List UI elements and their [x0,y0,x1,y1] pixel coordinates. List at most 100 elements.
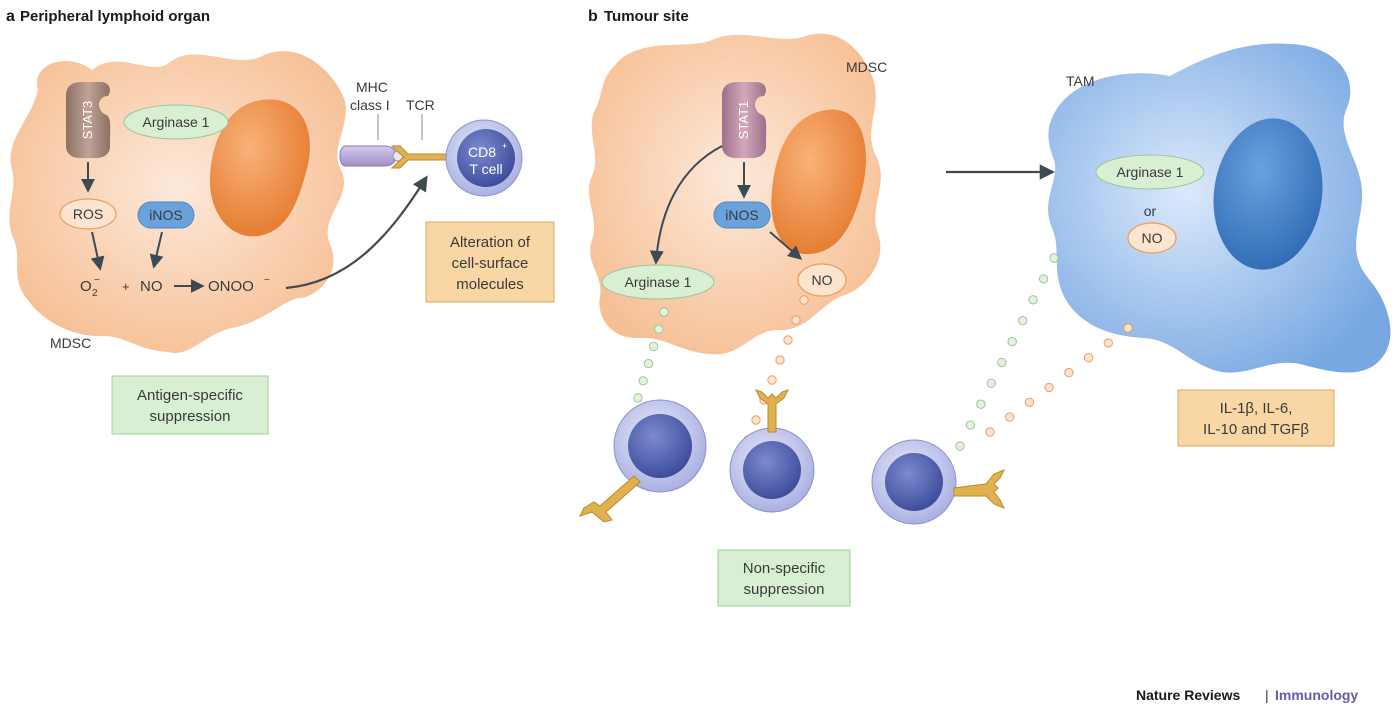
arginase-dot [643,358,654,369]
arginase-dot [965,420,976,430]
arginase-dot [1038,274,1049,284]
no-dot [791,315,801,325]
no-dot [767,375,777,385]
eq-no: NO [140,278,163,295]
panel-a-title: Peripheral lymphoid organ [20,8,210,25]
arginase-dot [997,357,1007,368]
arginase-dot [648,341,659,352]
panel-a-letter: a [6,8,15,25]
arginase-dot [654,324,664,334]
tcell-right [871,439,1006,525]
no-dot [1005,412,1015,422]
cd8-label-sup: + [502,141,507,151]
mdsc-nucleus-a [209,99,310,237]
arginase-dot [1007,336,1017,347]
stat1-label: STAT1 [736,101,751,140]
inos-a-box [137,201,195,229]
antigen-line1: Antigen-specific [137,387,243,404]
arginase1-b-label: Arginase 1 [625,274,692,290]
eq-o2: O [80,278,92,295]
panel-b-title: Tumour site [604,8,689,25]
tcell-left [579,399,707,523]
no-dot [751,415,761,425]
no-b-label: NO [812,272,833,288]
nonspecific-box [717,549,851,607]
panel-a: a Peripheral lymphoid organ STAT3 Argina… [6,8,555,435]
alteration-line2: cell-surface [452,255,529,272]
arginase-dot [1018,316,1028,326]
tam-arginase1-oval [1095,154,1205,190]
no-dot [1044,382,1054,393]
footer-separator: | [1265,687,1269,703]
arrow-stat1-arginase [649,145,723,265]
no-dot [1123,323,1133,333]
arrow-onoo-tcell [285,175,428,290]
stat3-label: STAT3 [80,101,95,140]
nonspecific-line1: Non-specific [743,560,826,577]
ros-label: ROS [73,206,103,222]
no-dot [1024,397,1035,407]
cd8-label-line1: CD8 [468,144,496,160]
cd8-label-line2: T cell [469,161,502,177]
arginase1-a-oval [123,104,229,140]
arginase-dot [659,307,669,317]
mhc-label-line2: class I [350,97,390,113]
cytokines-line2: IL-10 and TGFβ [1203,421,1309,438]
arrow-ros-o2 [90,231,105,271]
cytokines-line1: IL-1β, IL-6, [1220,400,1293,417]
arrow-inos-no [149,231,164,269]
nonspecific-line2: suppression [744,581,825,598]
tcr-receptor-middle [755,389,789,433]
stat1-protein: STAT1 [722,82,767,158]
cd8-tcell-inner [457,129,515,187]
tcr-label: TCR [406,97,435,113]
tcr-receptor-a [390,145,451,169]
eq-o2-sub: 2 [92,288,98,299]
no-dot [985,427,995,437]
panel-b: b Tumour site MDSC STAT1 iNOS Arginase 1… [579,8,1391,607]
tam-or-label: or [1144,203,1157,219]
arginase-dot [976,399,986,409]
mdsc-b-label: MDSC [846,59,887,75]
eq-onoo-sup: − [264,275,270,286]
arrow-inos-no-b [769,231,803,260]
tcell-middle [729,389,815,513]
panel-b-letter: b [588,8,598,25]
inos-b-label: iNOS [725,207,758,223]
antigen-specific-box [111,375,269,435]
eq-onoo: ONOO [208,278,254,295]
arginase1-a-label: Arginase 1 [143,114,210,130]
arginase-dot [1028,295,1038,305]
alteration-box [425,221,555,303]
tcr-receptor-left [579,475,641,523]
tam-no-oval [1127,222,1177,254]
footer-journal: Nature Reviews [1136,687,1240,703]
mdsc-a-label: MDSC [50,335,91,351]
eq-plus: + [122,279,130,294]
mdsc-nucleus-b [771,109,866,255]
inos-a-label: iNOS [149,207,182,223]
no-dot [1103,338,1114,348]
tam-no-label: NO [1142,230,1163,246]
no-dot [1064,367,1074,378]
arginase-dot [986,378,996,388]
tam-label: TAM [1066,73,1095,89]
no-dot [783,335,793,345]
arginase-dot [638,376,648,386]
alteration-line1: Alteration of [450,234,531,251]
no-dot [799,295,809,305]
footer: Nature Reviews | Immunology [1136,687,1358,703]
tcr-receptor-right [953,469,1006,509]
cytokines-box [1177,389,1335,447]
arginase1-b-oval [601,264,715,300]
tam-nucleus [1213,118,1323,270]
tam-arginase1-label: Arginase 1 [1117,164,1184,180]
eq-o2-sup: − [94,275,100,286]
stat3-protein: STAT3 [66,82,111,158]
no-b-oval [797,263,847,297]
arginase-dot [1049,253,1059,263]
arginase-dot [633,393,643,403]
no-dot [775,355,785,365]
alteration-line3: molecules [456,276,524,293]
